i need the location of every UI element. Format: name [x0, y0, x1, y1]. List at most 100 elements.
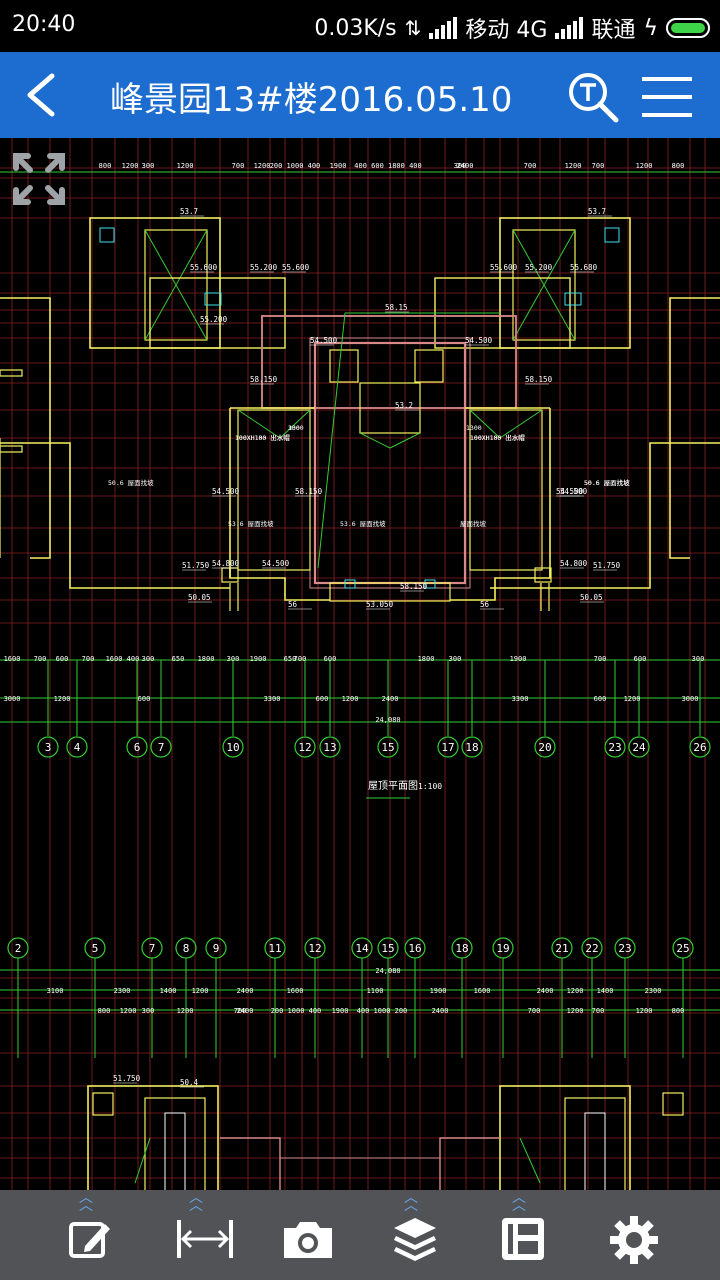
screenshot-button[interactable] — [250, 1190, 360, 1280]
axis-bubble — [604, 736, 626, 758]
fullscreen-icon[interactable] — [10, 150, 68, 208]
dimension: 1800 — [418, 655, 435, 663]
axis-label: 23 — [608, 741, 621, 754]
elevation: 54.500 — [556, 487, 584, 496]
dimension: 700 — [524, 162, 537, 170]
signal-icon-2 — [555, 17, 584, 39]
axis-label: 13 — [323, 741, 336, 754]
status-right: 0.03K/s ⇅ 移动 4G 联通 ϟ — [314, 12, 710, 44]
dimension: 1200 — [177, 1007, 194, 1015]
axis-bubble — [222, 736, 244, 758]
axis-bubble — [614, 937, 636, 959]
dimension: 1200 — [567, 987, 584, 995]
status-bar: 20:40 0.03K/s ⇅ 移动 4G 联通 ϟ — [0, 0, 720, 52]
annotation: 50.6 屋面找坡 — [584, 478, 630, 487]
layout-button[interactable]: ︿︿ — [468, 1190, 578, 1280]
elevation: 54.500 — [465, 336, 493, 345]
dimension: 2300 — [114, 987, 131, 995]
elevation: 50.05 — [188, 593, 211, 602]
elevation: 51.750 — [593, 561, 621, 570]
dimension: 1200 — [636, 1007, 653, 1015]
dimension: 1200 — [624, 695, 641, 703]
chevron-up-icon: ︿︿ — [404, 1190, 418, 1214]
text-search-icon[interactable] — [566, 70, 620, 124]
elevation: 53.050 — [366, 600, 394, 609]
dimension: 400 1000 200 — [357, 1007, 408, 1015]
elevation: 54.800 — [212, 559, 240, 568]
annotation: 50.6 屋面找坡 — [108, 478, 154, 487]
back-arrow-icon[interactable] — [18, 70, 68, 120]
dimension: 800 — [98, 1007, 111, 1015]
dimension: 600 — [316, 695, 329, 703]
battery-icon — [666, 18, 710, 38]
dimension: 1400 — [597, 987, 614, 995]
dimension: 1800 — [198, 655, 215, 663]
axis-label: 4 — [74, 741, 81, 754]
axis-label: 6 — [134, 741, 141, 754]
dimension: 2400 — [237, 987, 254, 995]
dimension-total: 24,080 — [375, 967, 400, 975]
dimension: 700 — [234, 1007, 247, 1015]
page-title: 峰景园13#楼2016.05.10 — [110, 80, 513, 120]
elevation: 58.15 — [385, 303, 408, 312]
dimension: 300 — [142, 1007, 155, 1015]
annotation: 50.6 屋面找坡 — [584, 478, 630, 487]
axis-bubble — [437, 736, 459, 758]
dimension: 1200 — [567, 1007, 584, 1015]
dimension: 300 — [142, 655, 155, 663]
elevation: 50.4 — [180, 1078, 199, 1087]
elevation: 54.500 — [560, 487, 588, 496]
elevation: 51.750 — [113, 1074, 141, 1083]
data-arrows-icon: ⇅ — [404, 16, 422, 40]
carrier-1: 移动 4G — [465, 18, 548, 43]
dimension: 1200 — [177, 162, 194, 170]
axis-bubble — [264, 937, 286, 959]
dimension: 400 600 1800 400 — [354, 162, 421, 170]
dimension: 300 — [692, 655, 705, 663]
menu-icon[interactable] — [640, 74, 694, 120]
dimension: 300 — [227, 655, 240, 663]
axis-bubble — [66, 736, 88, 758]
dimension: 700 — [594, 655, 607, 663]
edit-note-button[interactable]: ︿︿ — [35, 1190, 145, 1280]
axis-label: 11 — [268, 942, 281, 955]
measure-button[interactable]: ︿︿ — [145, 1190, 255, 1280]
dimension: 800 — [672, 162, 685, 170]
dimension: 2400 — [432, 1007, 449, 1015]
elevation: 54.500 — [310, 336, 338, 345]
elevation: 55.680 — [570, 263, 598, 272]
dimension: 3300 — [512, 695, 529, 703]
dimension: 1200 — [254, 162, 271, 170]
layout-icon — [502, 1218, 544, 1260]
elevation: 55.200 — [525, 263, 553, 272]
axis-label: 24 — [632, 741, 646, 754]
elevation: 54.800 — [560, 559, 588, 568]
elevation: 53.7 — [180, 207, 198, 216]
dimension: 3100 — [47, 987, 64, 995]
axis-label: 5 — [92, 942, 99, 955]
settings-button[interactable] — [578, 1190, 688, 1280]
axis-bubble — [126, 736, 148, 758]
annotation: 1300 — [466, 424, 482, 432]
axis-bubble — [294, 736, 316, 758]
dimension: 650 — [172, 655, 185, 663]
elevation: 55.200 — [250, 263, 278, 272]
dimension: 1600 — [4, 655, 21, 663]
annotation: 53.6 屋面找坡 — [228, 519, 274, 528]
axis-label: 12 — [298, 741, 311, 754]
axis-bubble — [581, 937, 603, 959]
axis-bubble — [451, 937, 473, 959]
dimension: 3000 — [682, 695, 699, 703]
axis-label: 21 — [555, 942, 568, 955]
camera-icon — [284, 1222, 332, 1258]
chevron-up-icon: ︿︿ — [189, 1190, 203, 1214]
layers-button[interactable]: ︿︿ — [360, 1190, 470, 1280]
annotation: 1300 — [288, 424, 304, 432]
dimension: 700 — [592, 162, 605, 170]
annotation: 53.6 屋面找坡 — [340, 519, 386, 528]
